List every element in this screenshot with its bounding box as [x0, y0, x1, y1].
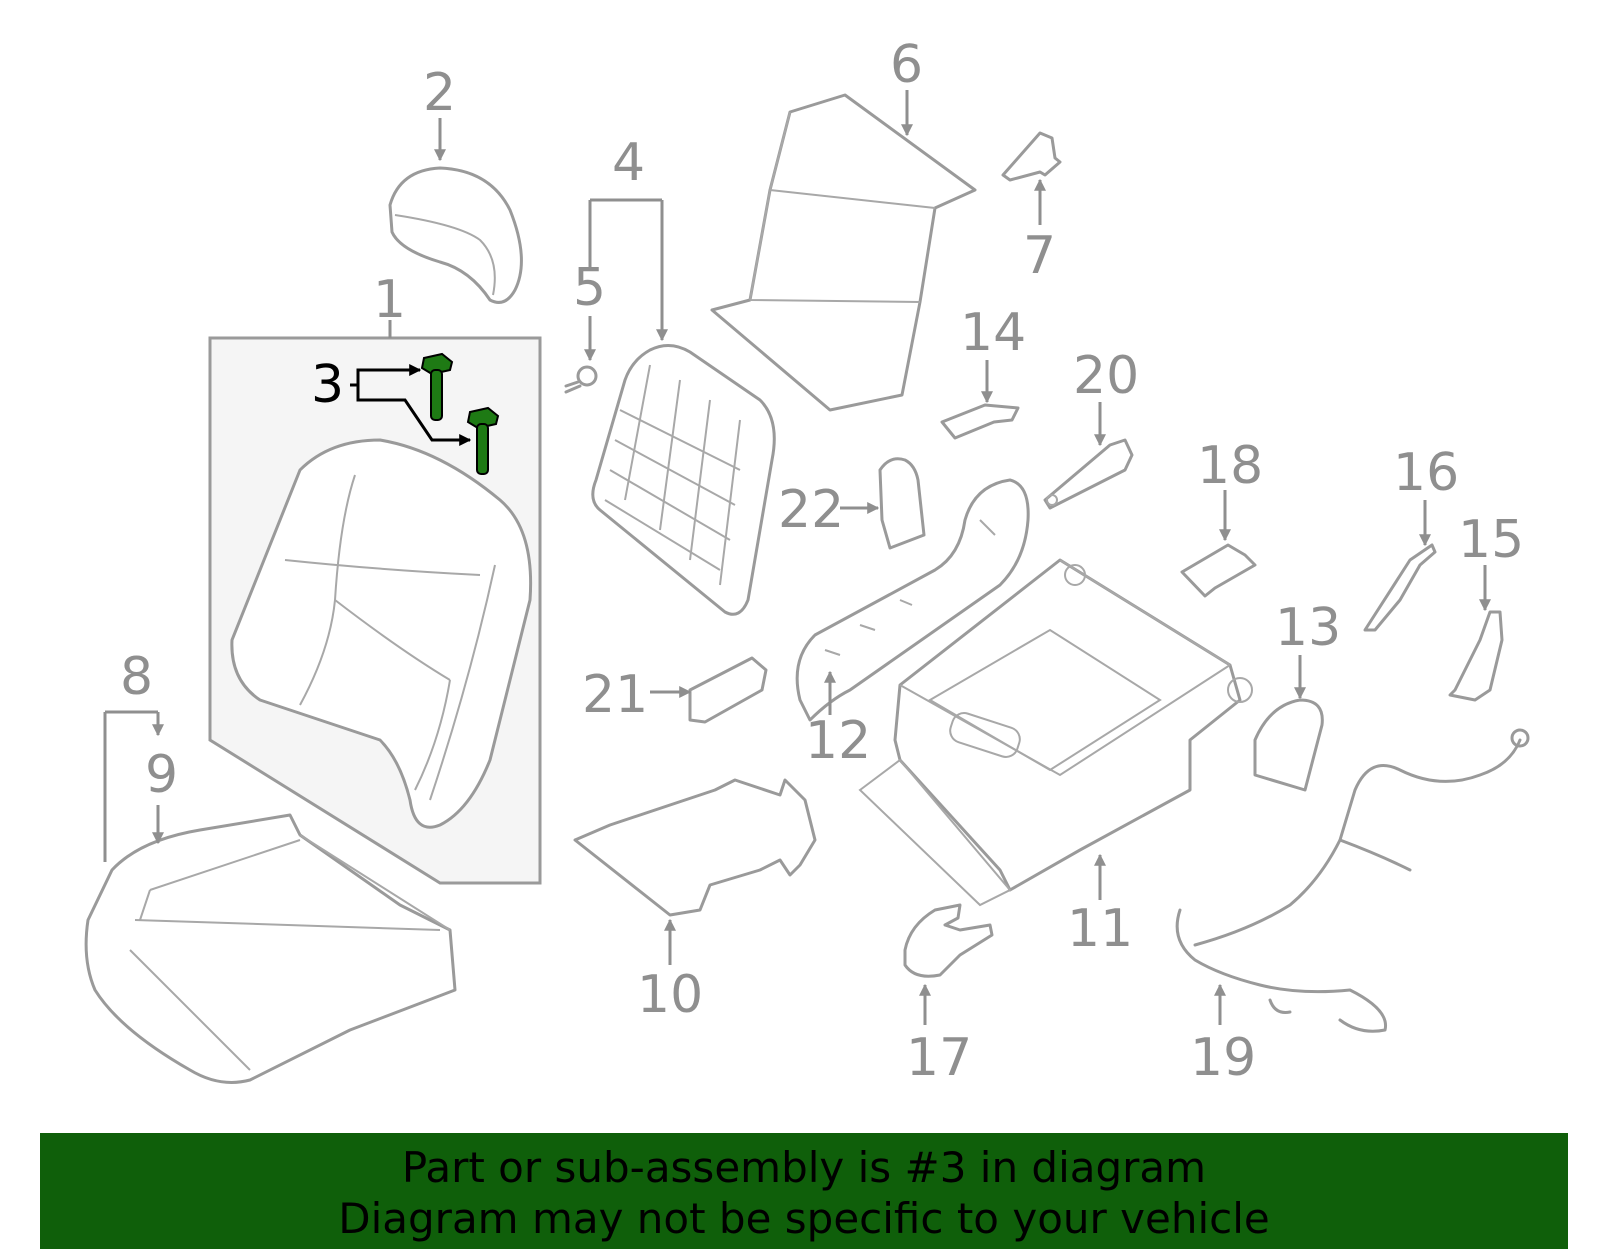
banner-line-1: Part or sub-assembly is #3 in diagram [401, 1143, 1207, 1192]
callout-16: 16 [1393, 443, 1459, 503]
lever-part-16 [1363, 543, 1437, 632]
callout-20: 20 [1073, 346, 1139, 406]
clip-part-5 [564, 365, 598, 394]
bracket-part-20 [1043, 438, 1134, 510]
banner-line-2: Diagram may not be specific to your vehi… [338, 1194, 1270, 1243]
side-shield [795, 478, 1030, 722]
info-banner: Part or sub-assembly is #3 in diagram Di… [40, 1133, 1568, 1249]
callout-11: 11 [1067, 899, 1133, 959]
callout-14: 14 [960, 303, 1026, 363]
callout-22: 22 [778, 480, 844, 540]
bracket-part-7 [1001, 131, 1062, 182]
leader-lines [103, 90, 1491, 1025]
seat-cushion [84, 813, 457, 1084]
bracket-part-15 [1448, 610, 1504, 702]
callout-8: 8 [120, 647, 153, 707]
wiring-harness [1175, 728, 1530, 1033]
knob-part-17 [903, 903, 994, 978]
bolt-part-3[interactable] [420, 352, 500, 475]
callout-9: 9 [145, 745, 178, 805]
callout-1: 1 [373, 270, 406, 330]
callout-5: 5 [573, 258, 606, 318]
callout-19: 19 [1190, 1028, 1256, 1088]
callout-17: 17 [906, 1028, 972, 1088]
callout-18: 18 [1197, 436, 1263, 496]
callout-13: 13 [1275, 598, 1341, 658]
tray-part-10 [573, 778, 817, 917]
trim-part-21 [688, 656, 768, 724]
callout-12: 12 [805, 711, 871, 771]
callout-6: 6 [890, 35, 923, 95]
callout-15: 15 [1458, 510, 1524, 570]
cover-part-13 [1253, 698, 1324, 792]
cap-part-22 [878, 457, 926, 550]
seat-frame [858, 558, 1253, 907]
headrest [388, 166, 523, 304]
callout-labels: 1 2 3 4 5 6 7 8 9 10 11 12 13 14 15 16 1… [120, 35, 1524, 1088]
bracket-part-18 [1180, 543, 1257, 598]
callout-21: 21 [582, 665, 648, 725]
callout-4: 4 [612, 133, 645, 193]
callout-7: 7 [1023, 226, 1056, 286]
cover-part-14 [940, 403, 1020, 440]
seatback-cover [230, 438, 533, 829]
callout-10: 10 [637, 965, 703, 1025]
callout-2: 2 [423, 63, 456, 123]
callout-3[interactable]: 3 [311, 355, 344, 415]
seatback-frame [591, 344, 776, 616]
back-panel [710, 93, 977, 412]
